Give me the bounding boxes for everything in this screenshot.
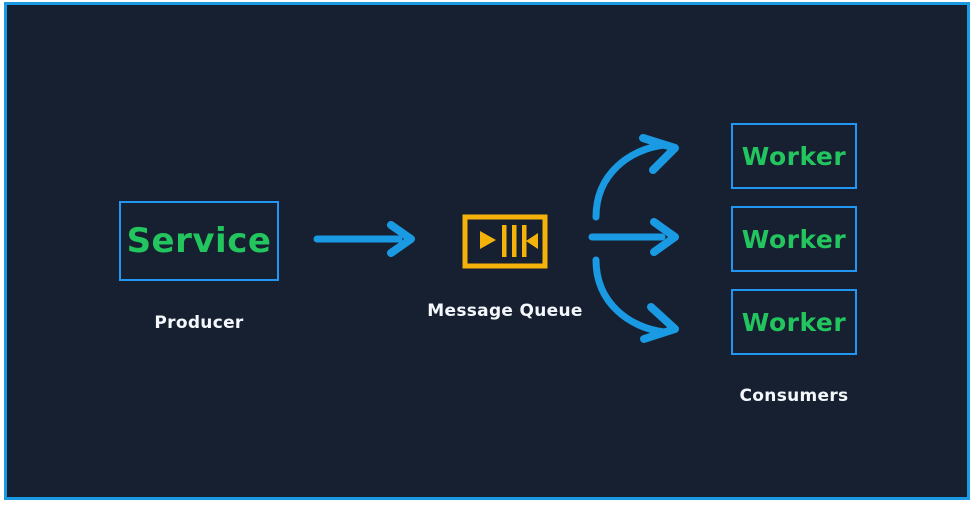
arrow-queue-to-worker-3 [592, 256, 679, 343]
caption-producer: Producer [154, 313, 244, 333]
node-service[interactable]: Service [119, 201, 279, 281]
caption-consumers: Consumers [739, 386, 849, 406]
message-queue-icon[interactable] [462, 214, 548, 269]
caption-message-queue: Message Queue [427, 301, 583, 321]
diagram-canvas: Service Producer Message Queue Worker Wo… [4, 2, 970, 500]
arrow-producer-to-queue [313, 221, 415, 257]
arrow-queue-to-worker-1 [592, 134, 679, 221]
node-worker-3[interactable]: Worker [731, 289, 857, 355]
node-worker-1[interactable]: Worker [731, 123, 857, 189]
node-worker-3-label: Worker [741, 307, 847, 337]
node-worker-2[interactable]: Worker [731, 206, 857, 272]
arrow-queue-to-worker-2 [588, 218, 679, 256]
node-worker-2-label: Worker [741, 224, 847, 254]
node-worker-1-label: Worker [741, 141, 847, 171]
node-service-label: Service [126, 221, 272, 261]
